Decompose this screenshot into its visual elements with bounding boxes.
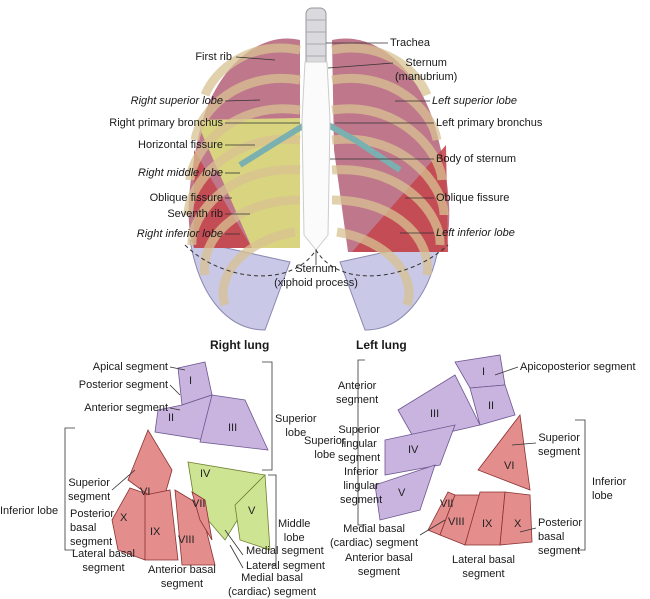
label-apical-segment: Apical segment bbox=[92, 361, 168, 373]
left-segment-III bbox=[397, 374, 481, 441]
left-segment-II bbox=[469, 384, 516, 426]
label-left-primary-bronchus: Left primary bronchus bbox=[436, 117, 543, 129]
label-right-primary-bronchus: Right primary bronchus bbox=[109, 117, 223, 129]
heading-left-lung: Left lung bbox=[356, 338, 407, 352]
numeral-left-IX: IX bbox=[482, 518, 493, 530]
label-sternum-manubrium: Sternum (manubrium) bbox=[395, 57, 458, 83]
label-horizontal-fissure: Horizontal fissure bbox=[138, 139, 223, 151]
numeral-right-X: X bbox=[120, 512, 128, 524]
label-lateral-basal-segment-left: Lateral basal segment bbox=[452, 554, 515, 580]
numeral-left-VIII: VIII bbox=[448, 516, 465, 528]
right-segment-IX bbox=[144, 489, 179, 561]
numeral-right-III: III bbox=[228, 422, 238, 434]
left-segment-I bbox=[454, 354, 506, 389]
label-posterior-basal-segment-right: Posterior basal segment bbox=[70, 508, 115, 548]
label-right-inferior-lobe: Right inferior lobe bbox=[136, 228, 223, 240]
numeral-left-II: II bbox=[488, 400, 495, 412]
numeral-right-VI: VI bbox=[140, 486, 151, 498]
right-segment-III bbox=[199, 394, 269, 451]
label-body-of-sternum: Body of sternum bbox=[436, 153, 517, 165]
bracket-lines bbox=[64, 359, 586, 569]
label-inferior-lobe-right: Inferior lobe bbox=[0, 505, 59, 517]
numeral-left-X: X bbox=[514, 518, 522, 530]
lower-ribcage bbox=[189, 239, 441, 331]
label-seventh-rib: Seventh rib bbox=[167, 208, 223, 220]
label-superior-segment-left: Superior segment bbox=[538, 432, 581, 458]
label-oblique-fissure-right: Oblique fissure bbox=[149, 192, 223, 204]
label-lateral-segment: Lateral segment bbox=[246, 560, 325, 572]
numeral-right-IX: IX bbox=[150, 526, 161, 538]
numeral-left-V: V bbox=[398, 487, 406, 499]
heading-right-lung: Right lung bbox=[210, 338, 270, 352]
label-right-middle-lobe: Right middle lobe bbox=[138, 167, 223, 179]
label-superior-segment-right: Superior segment bbox=[68, 477, 111, 503]
numeral-left-VI: VI bbox=[504, 460, 515, 472]
right-segment-VII bbox=[191, 491, 213, 541]
numeral-right-VII: VII bbox=[192, 498, 206, 510]
left-segment-VI bbox=[477, 413, 531, 491]
label-right-superior-lobe: Right superior lobe bbox=[130, 95, 223, 107]
label-sternum-xiphoid: Sternum (xiphoid process) bbox=[274, 263, 358, 289]
left-segment-IV bbox=[384, 424, 456, 476]
label-first-rib: First rib bbox=[195, 51, 232, 63]
label-anterior-segment-left: Anterior segment bbox=[336, 380, 379, 406]
label-left-inferior-lobe: Left inferior lobe bbox=[436, 227, 515, 239]
label-superior-lingular-segment: Superior lingular segment bbox=[338, 424, 381, 464]
label-medial-basal-segment-left: Medial basal (cardiac) segment bbox=[330, 523, 419, 549]
label-apicoposterior-segment: Apicoposterior segment bbox=[520, 361, 636, 373]
label-middle-lobe: Middle lobe bbox=[278, 518, 311, 544]
numeral-right-VIII: VIII bbox=[178, 534, 195, 546]
label-anterior-segment-right: Anterior segment bbox=[84, 402, 168, 414]
numeral-left-IV: IV bbox=[408, 444, 419, 456]
label-oblique-fissure-left: Oblique fissure bbox=[436, 192, 510, 204]
right-middle-lobe bbox=[196, 118, 300, 248]
numeral-right-II: II bbox=[168, 412, 175, 424]
label-posterior-basal-segment-left: Posterior basal segment bbox=[538, 517, 583, 557]
right-segment-VIII bbox=[174, 489, 216, 566]
label-anterior-basal-segment-left: Anterior basal segment bbox=[345, 552, 413, 578]
numeral-left-III: III bbox=[430, 408, 440, 420]
numeral-right-IV: IV bbox=[200, 468, 211, 480]
label-lateral-basal-segment-right: Lateral basal segment bbox=[72, 548, 135, 574]
label-medial-basal-segment-right: Medial basal (cardiac) segment bbox=[228, 572, 317, 598]
ribs bbox=[183, 43, 449, 307]
label-superior-lobe-left: Superior lobe bbox=[304, 435, 346, 461]
numeral-right-V: V bbox=[248, 505, 256, 517]
label-left-superior-lobe: Left superior lobe bbox=[432, 95, 517, 107]
numeral-right-I: I bbox=[189, 375, 193, 387]
numeral-left-VII: VII bbox=[440, 498, 454, 510]
sternum-shape bbox=[301, 61, 331, 251]
numeral-left-I: I bbox=[482, 366, 486, 378]
label-inferior-lobe-left: Inferior lobe bbox=[592, 476, 627, 502]
middle-segment-V bbox=[234, 474, 271, 551]
label-medial-segment: Medial segment bbox=[246, 545, 324, 557]
left-segment-X bbox=[499, 491, 533, 546]
label-trachea: Trachea bbox=[390, 37, 430, 49]
left-segment-V bbox=[374, 464, 436, 521]
label-anterior-basal-segment-right: Anterior basal segment bbox=[148, 564, 216, 590]
label-inferior-lingular-segment: Inferior lingular segment bbox=[340, 466, 383, 506]
label-posterior-segment: Posterior segment bbox=[78, 379, 168, 391]
label-superior-lobe-right: Superior lobe bbox=[275, 413, 317, 439]
middle-segment-IV bbox=[187, 461, 266, 541]
leader-lines bbox=[224, 42, 434, 265]
